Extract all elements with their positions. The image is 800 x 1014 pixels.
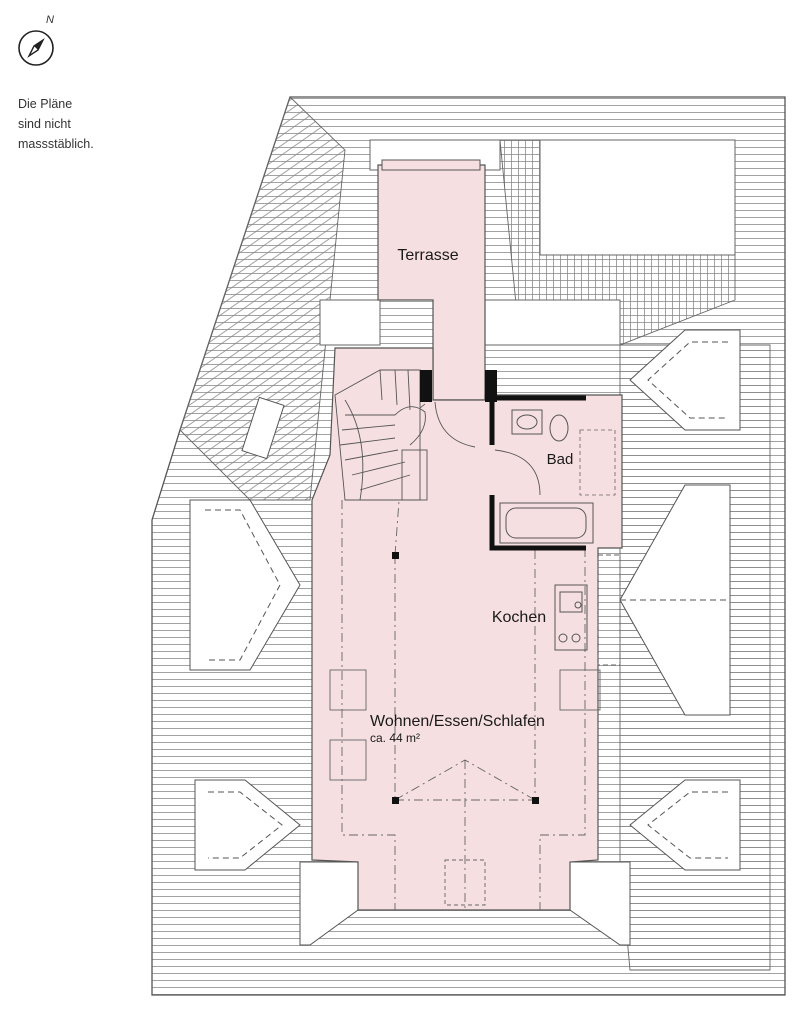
compass-north-label: N <box>46 14 54 26</box>
staircase <box>334 369 428 501</box>
scale-note-line: sind nicht <box>18 117 71 131</box>
scale-note: Die Pläne sind nicht massstäblich. <box>18 94 94 154</box>
kitchen <box>554 554 621 666</box>
scale-note-line: massstäblich. <box>18 137 94 151</box>
dormers <box>189 329 741 946</box>
scale-note-line: Die Pläne <box>18 97 73 111</box>
room-label-terrace: Terrasse <box>397 247 458 264</box>
room-label-living: Wohnen/Essen/Schlafen <box>370 713 545 730</box>
room-label-bath: Bad <box>547 451 574 468</box>
walls <box>420 370 497 402</box>
terrace-door <box>433 399 485 448</box>
compass-icon <box>18 30 54 66</box>
room-area-living: ca. 44 m² <box>370 731 420 745</box>
room-label-kitchen: Kochen <box>492 609 546 626</box>
bathroom <box>489 395 616 551</box>
compass: N <box>16 14 58 70</box>
